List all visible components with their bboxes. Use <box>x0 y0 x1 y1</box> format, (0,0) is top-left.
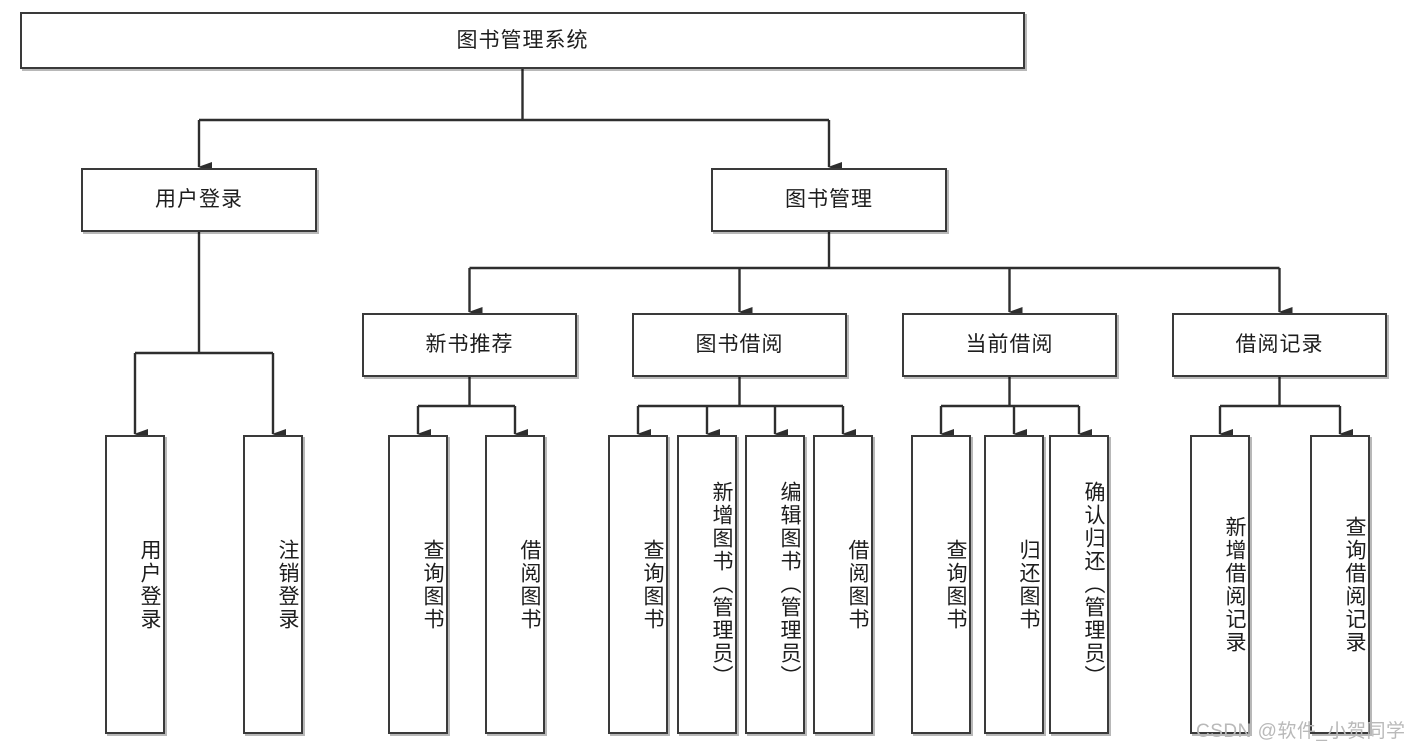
node-leaf-0[interactable]: 用户登录 <box>105 435 165 734</box>
node-label: 查询图书 <box>641 538 664 631</box>
node-leaf-4[interactable]: 查询图书 <box>608 435 668 734</box>
node-leaf-7[interactable]: 借阅图书 <box>813 435 873 734</box>
node-level3-3[interactable]: 借阅记录 <box>1172 313 1387 377</box>
node-level2-0[interactable]: 用户登录 <box>81 168 317 232</box>
node-leaf-11[interactable]: 新增借阅记录 <box>1190 435 1250 734</box>
node-label: 借阅记录 <box>1235 333 1324 357</box>
node-level3-0[interactable]: 新书推荐 <box>362 313 577 377</box>
node-leaf-12[interactable]: 查询借阅记录 <box>1310 435 1370 734</box>
node-label: 新书推荐 <box>425 333 514 357</box>
node-leaf-2[interactable]: 查询图书 <box>388 435 448 734</box>
node-label: 图书管理 <box>785 188 873 212</box>
node-leaf-9[interactable]: 归还图书 <box>984 435 1044 734</box>
node-label: 新增借阅记录 <box>1223 515 1246 654</box>
node-leaf-3[interactable]: 借阅图书 <box>485 435 545 734</box>
node-label: 借阅图书 <box>518 538 541 631</box>
node-label: 图书管理系统 <box>456 28 589 52</box>
node-level2-1[interactable]: 图书管理 <box>711 168 947 232</box>
node-label: 借阅图书 <box>846 538 869 631</box>
node-label: 用户登录 <box>155 188 243 212</box>
node-label: 查询借阅记录 <box>1343 515 1366 654</box>
node-label: 查询图书 <box>421 538 444 631</box>
node-leaf-6[interactable]: 编辑图书（管理员） <box>745 435 805 734</box>
node-level3-1[interactable]: 图书借阅 <box>632 313 847 377</box>
node-leaf-5[interactable]: 新增图书（管理员） <box>677 435 737 734</box>
node-label: 注销登录 <box>276 538 299 631</box>
node-label: 图书借阅 <box>695 333 784 357</box>
node-label: 归还图书 <box>1017 538 1040 631</box>
node-root-图书管理系统[interactable]: 图书管理系统 <box>20 12 1025 69</box>
node-leaf-10[interactable]: 确认归还（管理员） <box>1049 435 1109 734</box>
node-leaf-8[interactable]: 查询图书 <box>911 435 971 734</box>
node-label: 编辑图书（管理员） <box>778 481 801 688</box>
node-label: 查询图书 <box>944 538 967 631</box>
node-label: 当前借阅 <box>965 333 1054 357</box>
node-label: 确认归还（管理员） <box>1082 481 1105 688</box>
node-leaf-1[interactable]: 注销登录 <box>243 435 303 734</box>
node-level3-2[interactable]: 当前借阅 <box>902 313 1117 377</box>
watermark: CSDN @软件_小贺同学 <box>1196 721 1405 742</box>
node-label: 新增图书（管理员） <box>710 481 733 688</box>
node-label: 用户登录 <box>138 538 161 631</box>
